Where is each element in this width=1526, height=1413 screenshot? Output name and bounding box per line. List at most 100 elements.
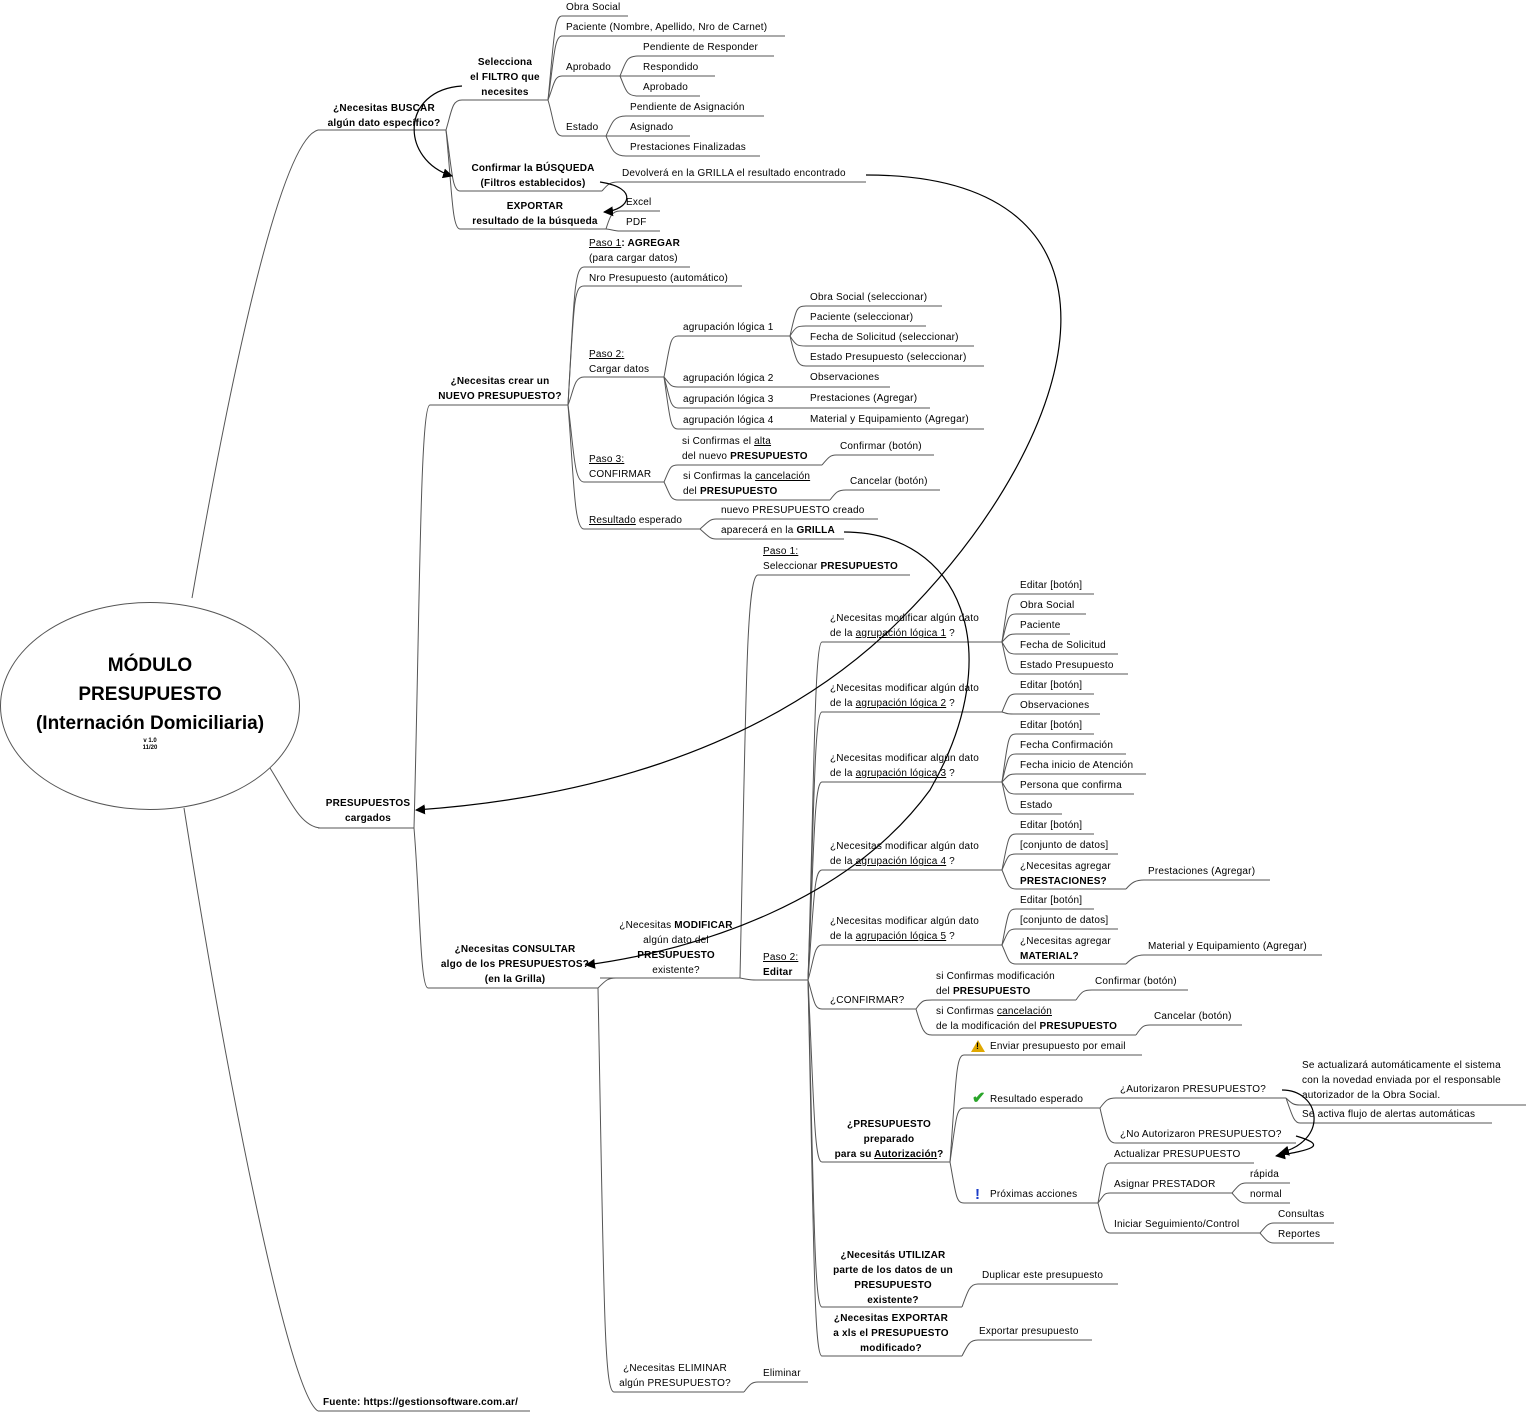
- seguimiento-reportes: Reportes: [1278, 1229, 1321, 1240]
- modificar-grupo-2: ¿Necesitas modificar algún dato de la ag…: [830, 683, 980, 709]
- g3-fecha-inicio: Fecha inicio de Atención: [1020, 760, 1134, 771]
- nuevo-agrupacion-4: agrupación lógica 4: [683, 415, 774, 426]
- aprobado-item-3: Aprobado: [643, 82, 688, 93]
- nuevo-paso-1: Paso 1: AGREGAR (para cargar datos): [589, 238, 680, 264]
- utilizar-question: ¿Necesitás UTILIZAR parte de los datos d…: [833, 1250, 953, 1306]
- modificar-grupo-5: ¿Necesitas modificar algún dato de la ag…: [830, 916, 980, 942]
- proximas-acciones: Próximas acciones: [990, 1189, 1078, 1200]
- g4-agregar-prestaciones: ¿Necesitas agregar PRESTACIONES?: [1020, 861, 1111, 887]
- g4-prestaciones: Prestaciones (Agregar): [1148, 866, 1256, 877]
- alertas-automaticas: Se activa flujo de alertas automáticas: [1302, 1109, 1476, 1120]
- g1-fecha-solicitud: Fecha de Solicitud: [1020, 640, 1106, 651]
- nro-presupuesto: Nro Presupuesto (automático): [589, 273, 728, 284]
- si-confirmas-cancelacion: si Confirmas la cancelación del PRESUPUE…: [683, 471, 811, 497]
- nuevo-agrupacion-1: agrupación lógica 1: [683, 322, 774, 333]
- consultar-paso-2: Paso 2: Editar: [763, 952, 799, 978]
- g4-editar: Editar [botón]: [1020, 820, 1083, 831]
- autorizaron-question: ¿Autorizaron PRESUPUESTO?: [1120, 1084, 1266, 1095]
- nuevo-agrupacion-3: agrupación lógica 3: [683, 394, 774, 405]
- g4-conjunto: [conjunto de datos]: [1020, 840, 1109, 851]
- estado-item-3: Prestaciones Finalizadas: [630, 142, 746, 153]
- modificar-question: ¿Necesitas MODIFICAR algún dato del PRES…: [619, 920, 733, 976]
- g3-estado: Estado: [1020, 800, 1053, 811]
- nuevo-paso-2: Paso 2: Cargar datos: [589, 349, 650, 375]
- duplicar-presupuesto: Duplicar este presupuesto: [982, 1270, 1104, 1281]
- confirmar-boton-mod: Confirmar (botón): [1095, 976, 1177, 987]
- estado-item-1: Pendiente de Asignación: [630, 102, 745, 113]
- g5-material: Material y Equipamiento (Agregar): [1148, 941, 1307, 952]
- prestador-rapida: rápida: [1250, 1169, 1279, 1180]
- modificar-grupo-4: ¿Necesitas modificar algún dato de la ag…: [830, 841, 980, 867]
- modificar-grupo-3: ¿Necesitas modificar algún dato de la ag…: [830, 753, 980, 779]
- actualizar-presupuesto: Actualizar PRESUPUESTO: [1114, 1149, 1241, 1160]
- aparecera-grilla: aparecerá en la GRILLA: [721, 525, 835, 536]
- g3-persona: Persona que confirma: [1020, 780, 1122, 791]
- resultado-esperado-nuevo: Resultado esperado: [589, 515, 683, 526]
- exportar-presupuesto: Exportar presupuesto: [979, 1326, 1079, 1337]
- agr1-item-4: Estado Presupuesto (seleccionar): [810, 352, 967, 363]
- exportar-excel: Excel: [626, 197, 652, 208]
- agr1-item-2: Paciente (seleccionar): [810, 312, 914, 323]
- exportar-pdf: PDF: [626, 217, 647, 228]
- g1-editar: Editar [botón]: [1020, 580, 1083, 591]
- estado-item-2: Asignado: [630, 122, 674, 133]
- exportar-busqueda: EXPORTAR resultado de la búsqueda: [472, 201, 598, 227]
- seguimiento-consultas: Consultas: [1278, 1209, 1325, 1220]
- confirmar-question: ¿CONFIRMAR?: [830, 995, 905, 1006]
- consultar-paso-1: Paso 1: Seleccionar PRESUPUESTO: [763, 546, 899, 572]
- devolvera-grilla: Devolverá en la GRILLA el resultado enco…: [622, 168, 846, 179]
- filtro-obra-social: Obra Social: [566, 2, 621, 13]
- g5-agregar-material: ¿Necesitas agregar MATERIAL?: [1020, 936, 1111, 962]
- date-label: 11/20: [142, 745, 158, 751]
- g1-paciente: Paciente: [1020, 620, 1061, 631]
- g2-observaciones: Observaciones: [1020, 700, 1090, 711]
- fuente-link[interactable]: Fuente: https://gestionsoftware.com.ar/: [323, 1397, 519, 1408]
- aprobado-item-2: Respondido: [643, 62, 699, 73]
- eliminar-action: Eliminar: [763, 1368, 801, 1379]
- se-actualizara-note: Se actualizará automáticamente el sistem…: [1302, 1060, 1501, 1101]
- enviar-email: Enviar presupuesto por email: [990, 1041, 1126, 1052]
- nuevo-creado: nuevo PRESUPUESTO creado: [721, 505, 865, 516]
- filtro-node: Selecciona el FILTRO que necesites: [470, 57, 540, 98]
- agr2-item: Observaciones: [810, 372, 880, 383]
- si-confirmas-alta: si Confirmas el alta del nuevo PRESUPUES…: [682, 436, 808, 462]
- si-confirmas-cancelacion-mod: si Confirmas cancelación de la modificac…: [936, 1006, 1118, 1032]
- resultado-esperado: Resultado esperado: [990, 1094, 1084, 1105]
- root-node: MÓDULO PRESUPUESTO (Internación Domicili…: [0, 602, 300, 810]
- si-confirmas-modificacion: si Confirmas modificación del PRESUPUEST…: [936, 971, 1055, 997]
- agr1-item-3: Fecha de Solicitud (seleccionar): [810, 332, 959, 343]
- version-label: v 1.0: [143, 738, 157, 744]
- cancelar-boton-nuevo: Cancelar (botón): [850, 476, 928, 487]
- g3-fecha-confirmacion: Fecha Confirmación: [1020, 740, 1114, 751]
- g1-estado-presupuesto: Estado Presupuesto: [1020, 660, 1114, 671]
- presupuestos-cargados: PRESUPUESTOS cargados: [325, 798, 411, 824]
- root-title-line-2: PRESUPUESTO: [78, 684, 222, 705]
- prestador-normal: normal: [1250, 1189, 1282, 1200]
- g1-obra-social: Obra Social: [1020, 600, 1075, 611]
- g2-editar: Editar [botón]: [1020, 680, 1083, 691]
- cancelar-boton-mod: Cancelar (botón): [1154, 1011, 1232, 1022]
- autorizacion-question: ¿PRESUPUESTO preparado para su Autorizac…: [834, 1119, 944, 1160]
- g5-editar: Editar [botón]: [1020, 895, 1083, 906]
- asignar-prestador: Asignar PRESTADOR: [1114, 1179, 1216, 1190]
- root-version: v 1.0 11/20: [1, 738, 299, 752]
- g3-editar: Editar [botón]: [1020, 720, 1083, 731]
- nuevo-paso-3: Paso 3: CONFIRMAR: [589, 454, 652, 480]
- agr3-item: Prestaciones (Agregar): [810, 393, 918, 404]
- iniciar-seguimiento: Iniciar Seguimiento/Control: [1114, 1219, 1240, 1230]
- confirmar-boton-nuevo: Confirmar (botón): [840, 441, 922, 452]
- filtro-aprobado: Aprobado: [566, 62, 611, 73]
- exportar-question: ¿Necesitas EXPORTAR a xls el PRESUPUESTO…: [833, 1313, 949, 1354]
- check-icon: ✔: [972, 1090, 986, 1107]
- filtro-paciente: Paciente (Nombre, Apellido, Nro de Carne…: [566, 22, 768, 33]
- filtro-estado: Estado: [566, 122, 599, 133]
- aprobado-item-1: Pendiente de Responder: [643, 42, 759, 53]
- agr1-item-1: Obra Social (seleccionar): [810, 292, 928, 303]
- eliminar-question: ¿Necesitas ELIMINAR algún PRESUPUESTO?: [619, 1363, 731, 1389]
- warning-icon: [971, 1040, 985, 1052]
- root-title-line-3: (Internación Domiciliaria): [35, 713, 265, 734]
- root-title: MÓDULO PRESUPUESTO (Internación Domicili…: [1, 651, 299, 738]
- nuevo-question: ¿Necesitas crear un NUEVO PRESUPUESTO?: [438, 376, 562, 402]
